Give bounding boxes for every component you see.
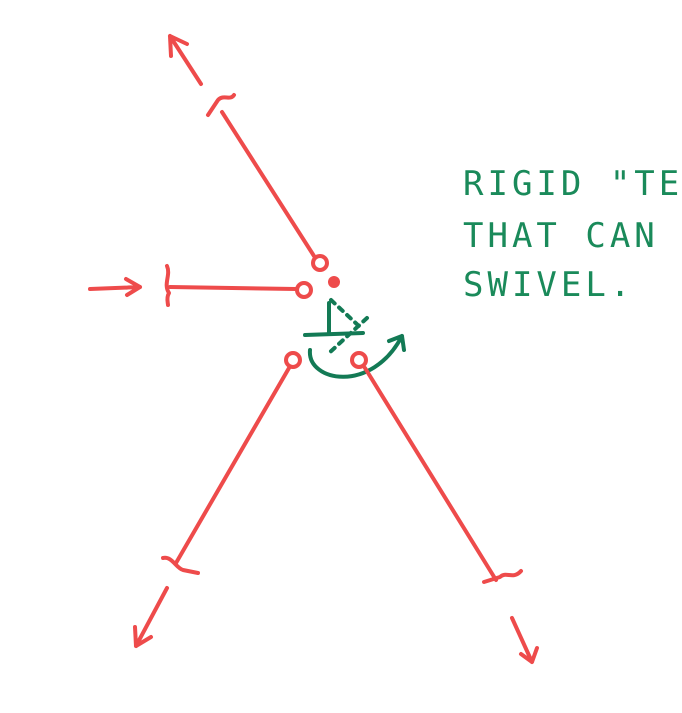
upper-left-tether-line [220, 110, 316, 258]
annotation-line-3: SWIVEL. [463, 265, 634, 305]
tee-rotated-outline-dashed [326, 298, 369, 356]
left-tether-ring [295, 281, 313, 299]
annotation-note: RIGID "TEE" THAT CAN SWIVEL. [463, 164, 682, 305]
curved-rotation-arrow-icon [307, 334, 406, 379]
upper-left-tether-end-cap [206, 93, 236, 117]
lower-left-tether-ring [284, 351, 302, 369]
annotation-line-1: RIGID "TEE" [463, 164, 682, 204]
lower-right-tether-end-cap [482, 569, 523, 584]
center-pivot-dot [328, 276, 340, 288]
lower-right-tether-ring [350, 351, 368, 369]
left-pull-arrow-icon [88, 277, 142, 297]
lower-left-tether-end-cap [161, 555, 200, 575]
lower-left-tether-line [174, 366, 291, 565]
lower-right-tether [350, 351, 539, 664]
lower-right-tether-line [363, 366, 498, 582]
upper-left-tether [168, 34, 329, 272]
left-tether-line [168, 285, 298, 291]
lower-right-pull-arrow-icon [510, 616, 539, 664]
upper-left-pull-arrow-icon [168, 34, 203, 86]
tee-crossbar [303, 331, 365, 337]
lower-left-pull-arrow-icon [133, 586, 169, 648]
upper-left-tether-ring [311, 254, 329, 272]
left-tether-end-cap [164, 264, 171, 307]
annotation-line-2: THAT CAN [463, 216, 659, 256]
rigid-tee [303, 298, 406, 379]
left-tether [88, 264, 313, 307]
lower-left-tether [133, 351, 302, 648]
